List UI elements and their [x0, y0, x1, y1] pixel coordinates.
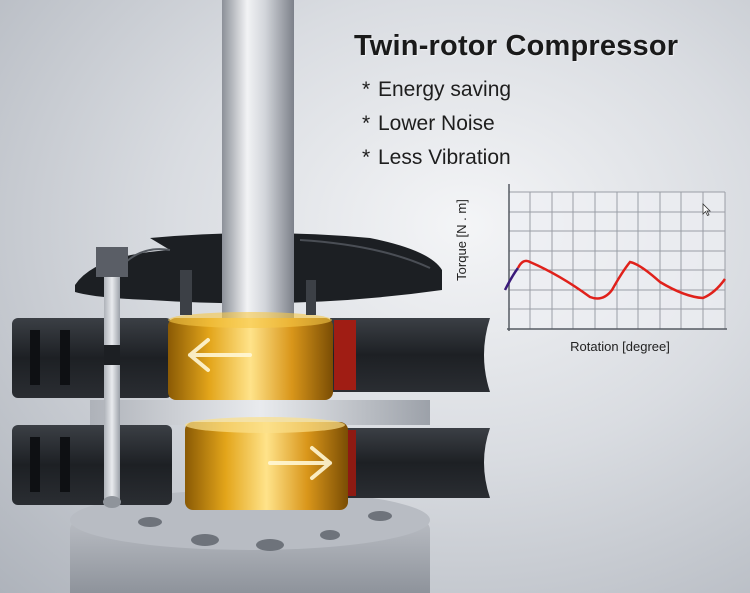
arrow-right-icon: [268, 446, 332, 480]
bullet-star: *: [362, 146, 371, 169]
bullet-star: *: [362, 78, 371, 101]
feature-list: * Energy saving * Lower Noise * Less Vibrat…: [362, 76, 511, 178]
bolt-pin: [180, 270, 192, 315]
feature-label: Less Vibration: [378, 146, 511, 169]
lower-rotor: [185, 417, 348, 510]
mouse-cursor-icon: [702, 203, 711, 217]
feature-item: * Lower Noise: [362, 110, 511, 144]
feature-label: Lower Noise: [378, 112, 495, 135]
bolt-pin: [306, 280, 316, 315]
cylinder-block-left: [12, 318, 172, 505]
chart-x-axis-label: Rotation [degree]: [570, 339, 670, 354]
bullet-star: *: [362, 112, 371, 135]
feature-label: Energy saving: [378, 78, 512, 101]
arrow-left-icon: [188, 338, 252, 372]
feature-item: * Energy saving: [362, 76, 511, 110]
bolt: [96, 247, 128, 508]
torque-curve-start: [503, 267, 520, 291]
middle-plate: [90, 400, 430, 425]
torque-chart: [503, 184, 727, 331]
torque-curve: [516, 259, 727, 300]
feature-item: * Less Vibration: [362, 144, 511, 178]
shaft: [222, 0, 294, 330]
cylinder-block-right: [330, 318, 490, 498]
chart-y-axis-label: Torque [N . m]: [454, 199, 469, 281]
page-title: Twin-rotor Compressor: [354, 30, 679, 62]
